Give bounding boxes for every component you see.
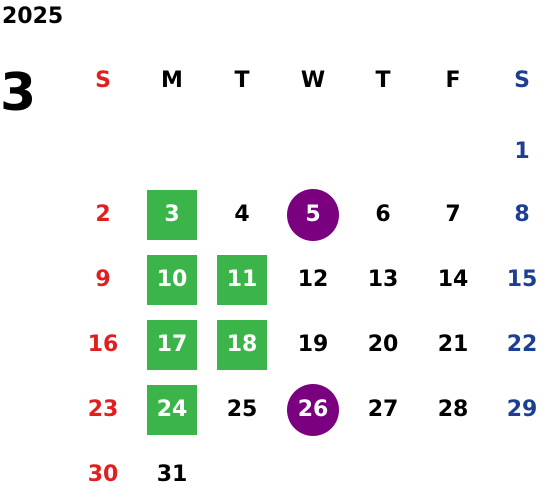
- weekday-header-friday: F: [445, 68, 461, 93]
- purple-highlight-circle: [287, 189, 339, 241]
- day-cell-11[interactable]: 11: [212, 255, 272, 305]
- day-cell-17[interactable]: 17: [142, 320, 202, 370]
- day-number: 16: [87, 332, 119, 357]
- day-number: 23: [87, 397, 119, 422]
- day-number: 2: [95, 202, 111, 227]
- day-cell-27[interactable]: 27: [353, 385, 413, 435]
- day-number: 31: [156, 462, 188, 487]
- day-number: 9: [95, 267, 111, 292]
- day-cell-3[interactable]: 3: [142, 190, 202, 240]
- day-cell-10[interactable]: 10: [142, 255, 202, 305]
- day-number: 22: [506, 332, 538, 357]
- purple-highlight-circle: [287, 384, 339, 436]
- day-number: 19: [297, 332, 329, 357]
- weekday-header-sunday: S: [95, 68, 111, 93]
- weekday-header-tuesday: T: [234, 68, 250, 93]
- day-cell-5[interactable]: 5: [283, 189, 343, 241]
- day-number: 21: [437, 332, 469, 357]
- day-number: 7: [445, 202, 461, 227]
- day-cell-1[interactable]: 1: [492, 127, 548, 177]
- day-cell-12[interactable]: 12: [283, 255, 343, 305]
- day-cell-16[interactable]: 16: [73, 320, 133, 370]
- day-number: 15: [506, 267, 538, 292]
- day-number: 1: [514, 139, 530, 164]
- day-cell-22[interactable]: 22: [492, 320, 548, 370]
- day-cell-24[interactable]: 24: [142, 385, 202, 435]
- day-number: 26: [297, 397, 329, 422]
- day-number: 20: [367, 332, 399, 357]
- day-number: 27: [367, 397, 399, 422]
- day-number: 28: [437, 397, 469, 422]
- day-number: 25: [226, 397, 258, 422]
- day-cell-30[interactable]: 30: [73, 450, 133, 500]
- day-number: 13: [367, 267, 399, 292]
- day-cell-28[interactable]: 28: [423, 385, 483, 435]
- day-cell-20[interactable]: 20: [353, 320, 413, 370]
- green-highlight-box: [147, 255, 197, 305]
- day-number: 17: [156, 332, 188, 357]
- day-number: 29: [506, 397, 538, 422]
- day-cell-9[interactable]: 9: [73, 255, 133, 305]
- day-cell-7[interactable]: 7: [423, 190, 483, 240]
- day-number: 14: [437, 267, 469, 292]
- day-cell-29[interactable]: 29: [492, 385, 548, 435]
- day-cell-21[interactable]: 21: [423, 320, 483, 370]
- day-cell-14[interactable]: 14: [423, 255, 483, 305]
- weekday-header-saturday: S: [514, 68, 530, 93]
- day-cell-18[interactable]: 18: [212, 320, 272, 370]
- day-cell-26[interactable]: 26: [283, 384, 343, 436]
- day-cell-13[interactable]: 13: [353, 255, 413, 305]
- green-highlight-box: [147, 385, 197, 435]
- day-cell-2[interactable]: 2: [73, 190, 133, 240]
- green-highlight-box: [147, 190, 197, 240]
- day-number: 4: [234, 202, 250, 227]
- day-cell-8[interactable]: 8: [492, 190, 548, 240]
- day-cell-15[interactable]: 15: [492, 255, 548, 305]
- day-number: 6: [375, 202, 391, 227]
- green-highlight-box: [217, 320, 267, 370]
- day-number: 24: [156, 397, 188, 422]
- weekday-header-thursday: T: [375, 68, 391, 93]
- day-number: 12: [297, 267, 329, 292]
- day-number: 3: [164, 202, 180, 227]
- weekday-header-monday: M: [161, 68, 183, 93]
- day-cell-19[interactable]: 19: [283, 320, 343, 370]
- day-number: 10: [156, 267, 188, 292]
- month-label: 3: [0, 63, 37, 123]
- weekday-header-wednesday: W: [300, 68, 326, 93]
- day-number: 18: [226, 332, 258, 357]
- day-cell-31[interactable]: 31: [142, 450, 202, 500]
- year-label: 2025: [2, 4, 64, 29]
- green-highlight-box: [147, 320, 197, 370]
- green-highlight-box: [217, 255, 267, 305]
- day-cell-6[interactable]: 6: [353, 190, 413, 240]
- day-number: 5: [305, 202, 321, 227]
- day-number: 30: [87, 462, 119, 487]
- day-cell-4[interactable]: 4: [212, 190, 272, 240]
- day-cell-23[interactable]: 23: [73, 385, 133, 435]
- day-cell-25[interactable]: 25: [212, 385, 272, 435]
- day-number: 11: [226, 267, 258, 292]
- day-number: 8: [514, 202, 530, 227]
